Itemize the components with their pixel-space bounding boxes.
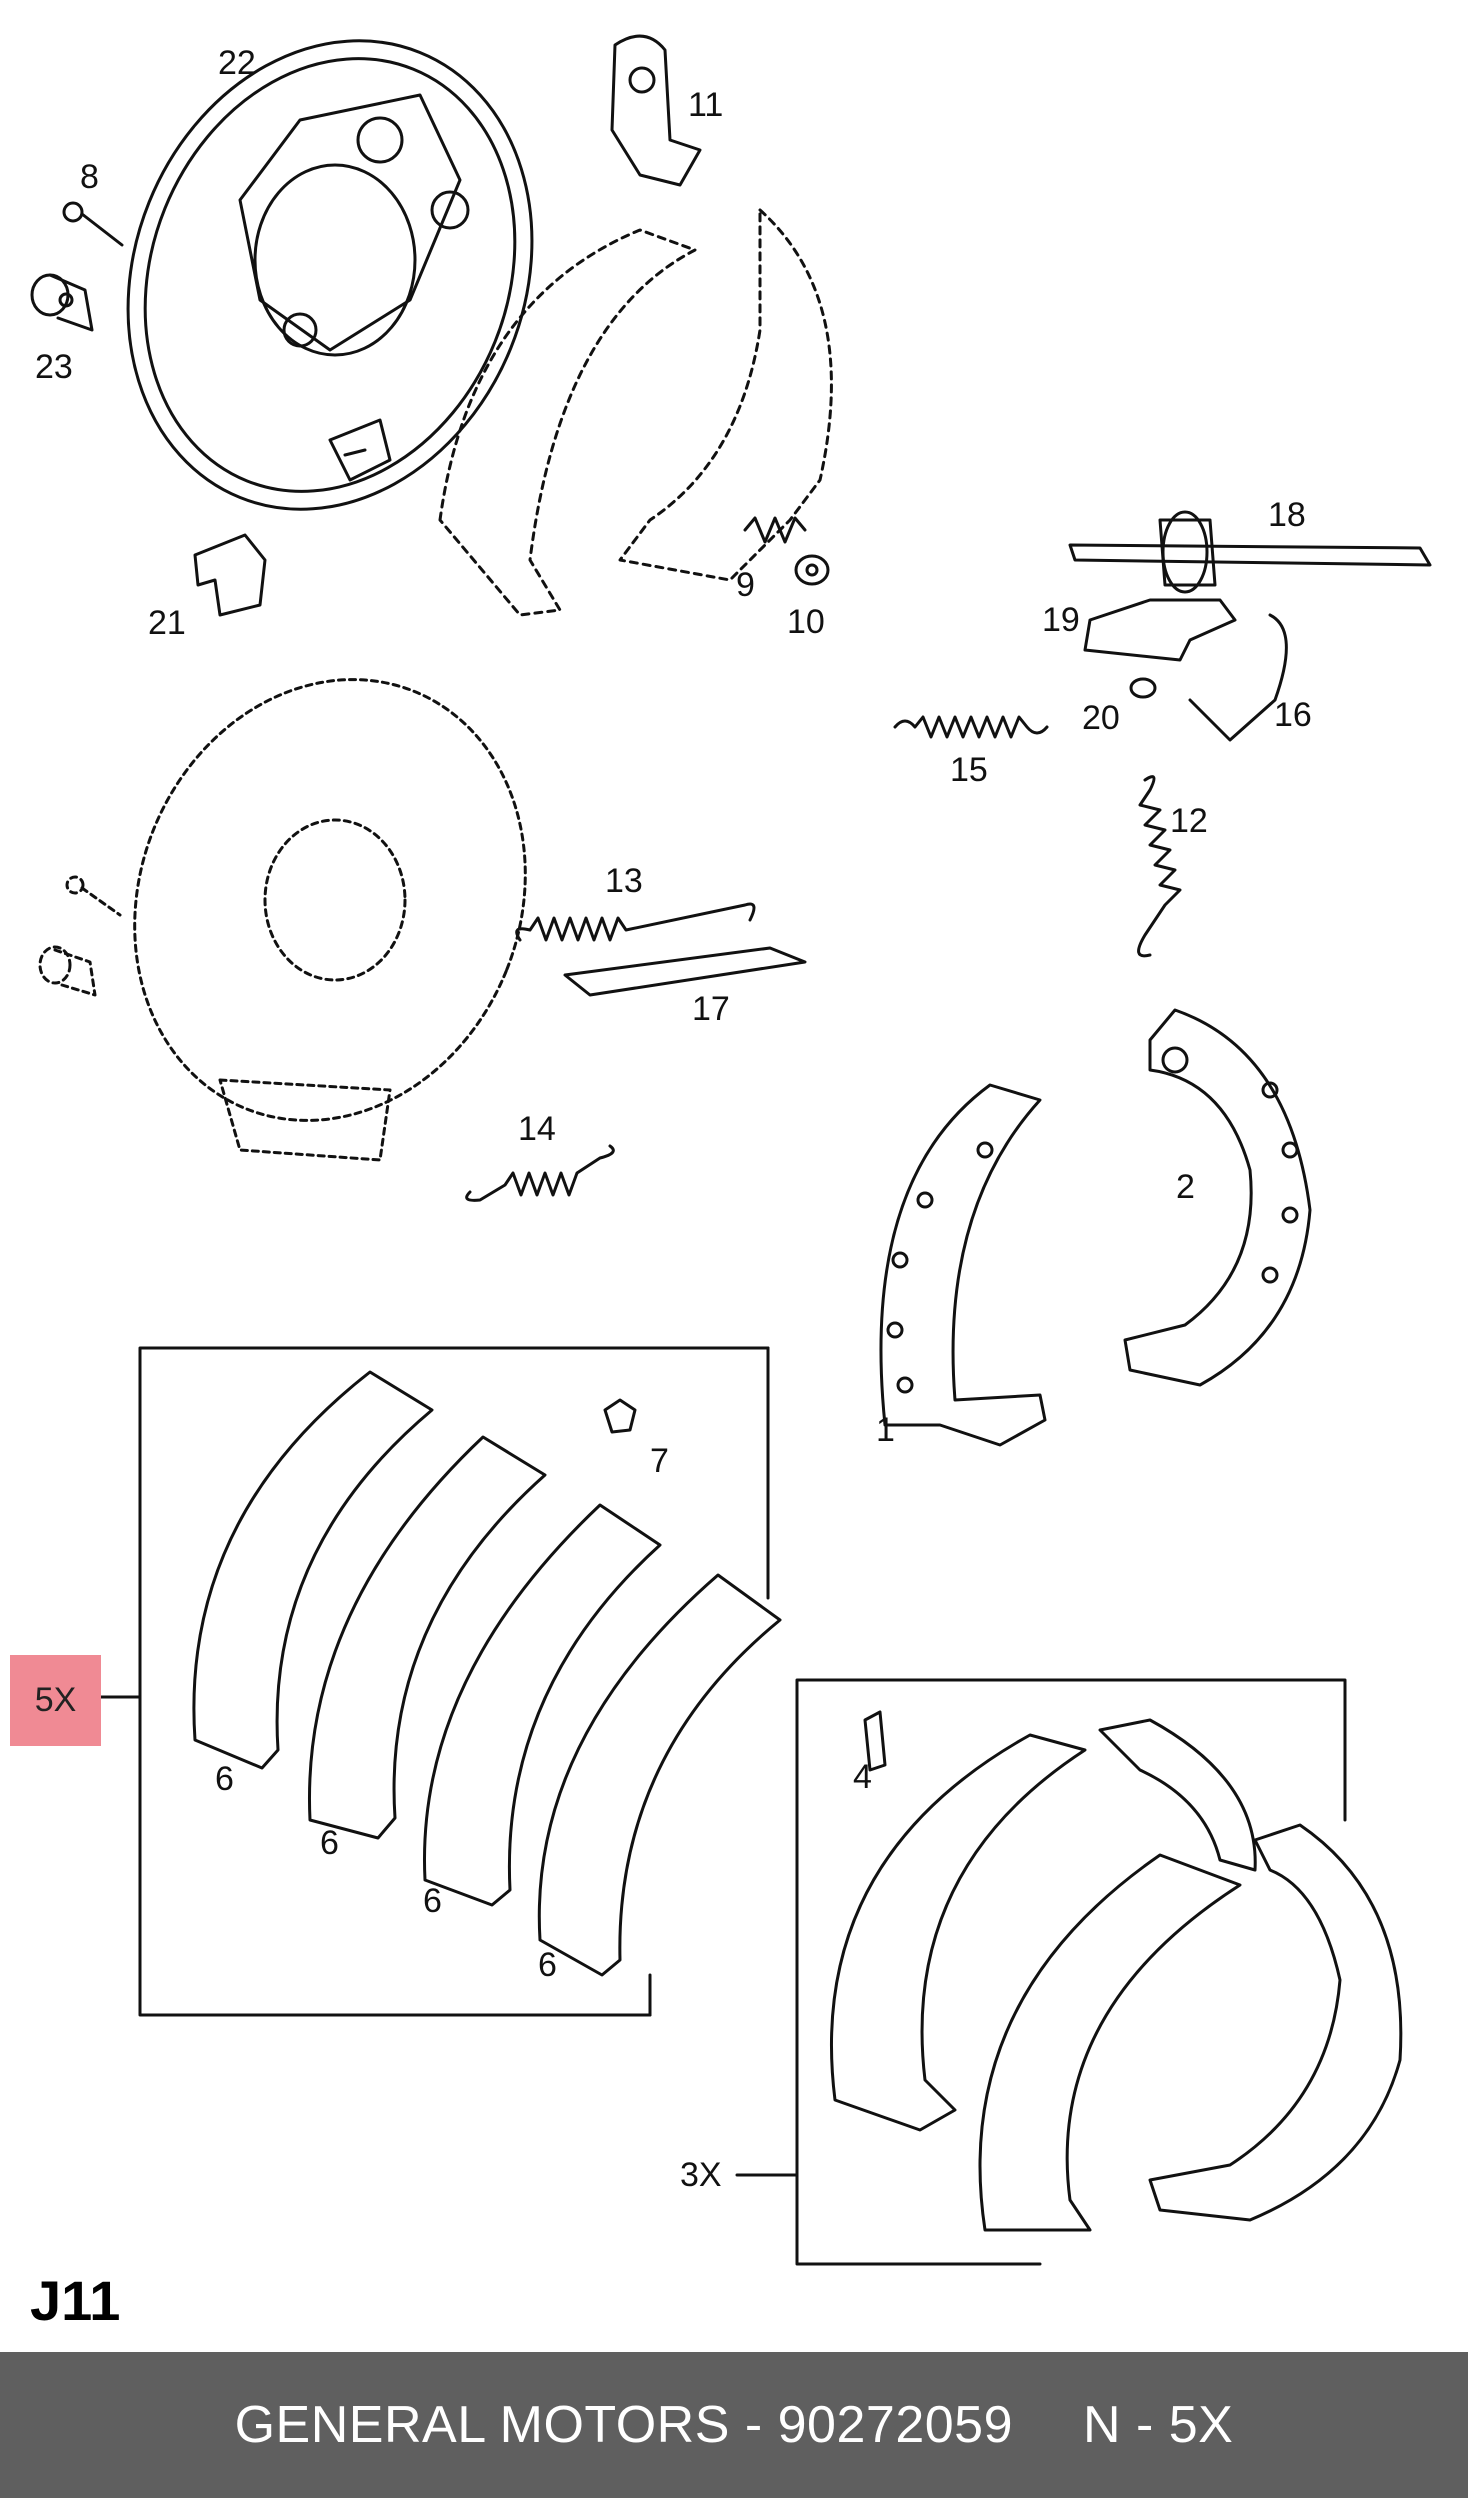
backing-plate-reference-illustration [38,678,527,1162]
spring-washer-illustration [743,516,830,586]
callout-14: 14 [518,1110,556,1148]
upper-shoes-illustration [438,208,833,617]
callout-20: 20 [1082,699,1120,737]
callout-16: 16 [1274,696,1312,734]
shoe-set-frame [735,1678,1347,2266]
footer-bar: GENERAL MOTORS - 90272059 N - 5X [0,2352,1468,2498]
callout-21: 21 [148,604,186,642]
callout-11: 11 [688,86,724,124]
callout-9: 9 [736,566,755,604]
callout-23: 23 [35,348,73,386]
spring-13-strut-17-illustration [515,902,807,997]
callout-6: 6 [538,1946,557,1984]
footer-brand-part: GENERAL MOTORS - 90272059 [234,2396,1013,2454]
lever-spring-illustration [1083,598,1288,742]
backing-plate-illustration [126,39,534,511]
callout-19: 19 [1042,601,1080,639]
callout-8: 8 [80,158,99,196]
brake-shoe-1-illustration [879,1083,1047,1447]
callout-12: 12 [1170,802,1208,840]
lining-kit-frame [99,1346,770,2017]
bush-illustration [30,273,94,332]
rivet-illustration [603,1398,637,1434]
spring-12-illustration [1137,775,1182,958]
clip-illustration [193,533,267,617]
spring-14-illustration [465,1144,615,1202]
spring-15-illustration [893,715,1049,739]
brake-shoe-2-illustration [1123,1008,1312,1387]
brake-lining-illustrations [192,1370,782,1977]
footer-quantity: N - 5X [1083,2396,1234,2454]
callout-6: 6 [423,1882,442,1920]
shoe-set-illustrations [830,1710,1403,2232]
callout-13: 13 [605,862,643,900]
callout-1: 1 [876,1411,895,1449]
callout-4: 4 [853,1758,872,1796]
callout-22: 22 [218,44,256,82]
adjuster-illustration [1068,510,1432,594]
callout-18: 18 [1268,496,1306,534]
pin-illustration [62,201,124,247]
callout-2: 2 [1176,1168,1195,1206]
quantity-badge-label: 5X [34,1681,77,1719]
parts-diagram [30,34,1432,2266]
callout-15: 15 [950,751,988,789]
callout-17: 17 [692,990,730,1028]
page-code: J11 [30,2269,121,2332]
callout-3x: 3X [680,2156,722,2194]
callout-10: 10 [787,603,825,641]
quantity-badge: 5X [10,1655,101,1746]
callout-7: 7 [650,1442,669,1480]
bracket-illustration [610,34,702,187]
callout-6: 6 [215,1760,234,1798]
callout-6: 6 [320,1824,339,1862]
